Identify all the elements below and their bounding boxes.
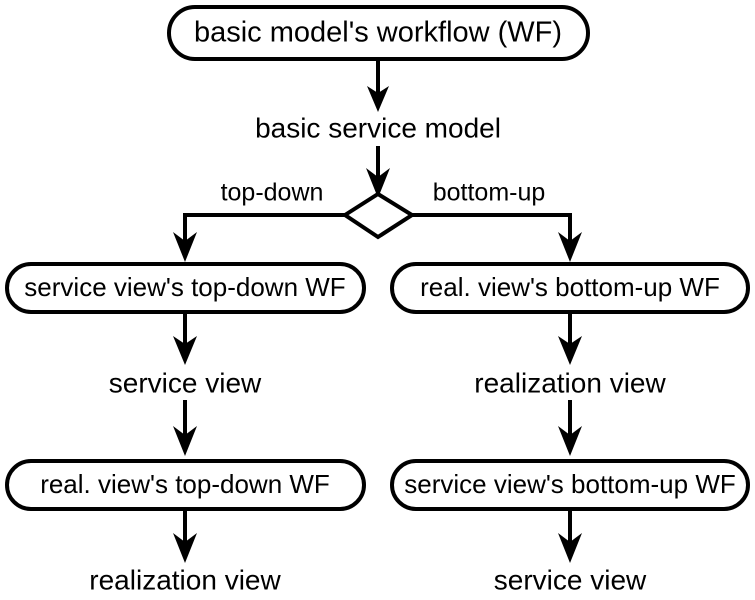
edge-decision-to-left-branch [173,213,345,262]
edge-label-top-down: top-down [221,179,324,207]
arrow-head-right-wf1-to-label [558,336,582,365]
arrow-head-left-wf2-to-label [173,533,197,563]
node-service-view-bottom-up-wf: service view's bottom-up WF [390,459,750,511]
edge-realization-view-to-right-wf2 [558,400,582,456]
node-service-view-top-down-wf-label: service view's top-down WF [24,272,345,302]
node-real-view-top-down-wf-label: real. view's top-down WF [40,469,330,499]
node-decision [341,191,416,240]
edge-line-right-branch [412,213,572,244]
edge-left-wf2-to-realization-view [173,509,197,563]
edge-right-wf1-to-realization-view [558,312,582,365]
edge-service-view-to-left-wf2 [173,400,197,456]
node-root-workflow: basic model's workflow (WF) [167,5,590,61]
label-basic-service-model: basic service model [255,112,501,143]
edge-right-wf2-to-service-view [558,509,582,563]
label-realization-view-bottom-left: realization view [89,564,281,595]
arrow-head-left-wf1-to-label [173,336,197,365]
edge-decision-to-right-branch [412,213,582,262]
node-root-workflow-label: basic model's workflow (WF) [194,17,562,49]
arrow-head-right-wf2-to-label [558,533,582,563]
edge-label-bottom-up: bottom-up [433,179,546,207]
edge-left-wf1-to-service-view [173,312,197,365]
node-decision-shape [341,191,416,240]
arrow-head-left-branch [173,232,197,262]
label-service-view-bottom-right: service view [494,564,647,595]
label-realization-view-right: realization view [474,367,666,398]
arrow-head-realization-view-to-right-wf2 [558,426,582,456]
edge-basic-to-decision [366,146,390,198]
edge-root-to-basic-service-model [367,59,389,112]
arrow-head-root-to-basic [367,86,389,112]
node-service-view-bottom-up-wf-label: service view's bottom-up WF [404,469,736,499]
node-real-view-top-down-wf: real. view's top-down WF [5,459,366,511]
arrow-head-service-view-to-left-wf2 [173,426,197,456]
arrow-head-right-branch [558,232,582,262]
node-real-view-bottom-up-wf-label: real. view's bottom-up WF [420,272,720,302]
arrow-head-basic-to-decision [366,168,390,198]
node-service-view-top-down-wf: service view's top-down WF [5,262,366,314]
edge-line-left-branch [183,213,345,244]
node-real-view-bottom-up-wf: real. view's bottom-up WF [390,262,750,314]
label-service-view-left: service view [109,367,262,398]
